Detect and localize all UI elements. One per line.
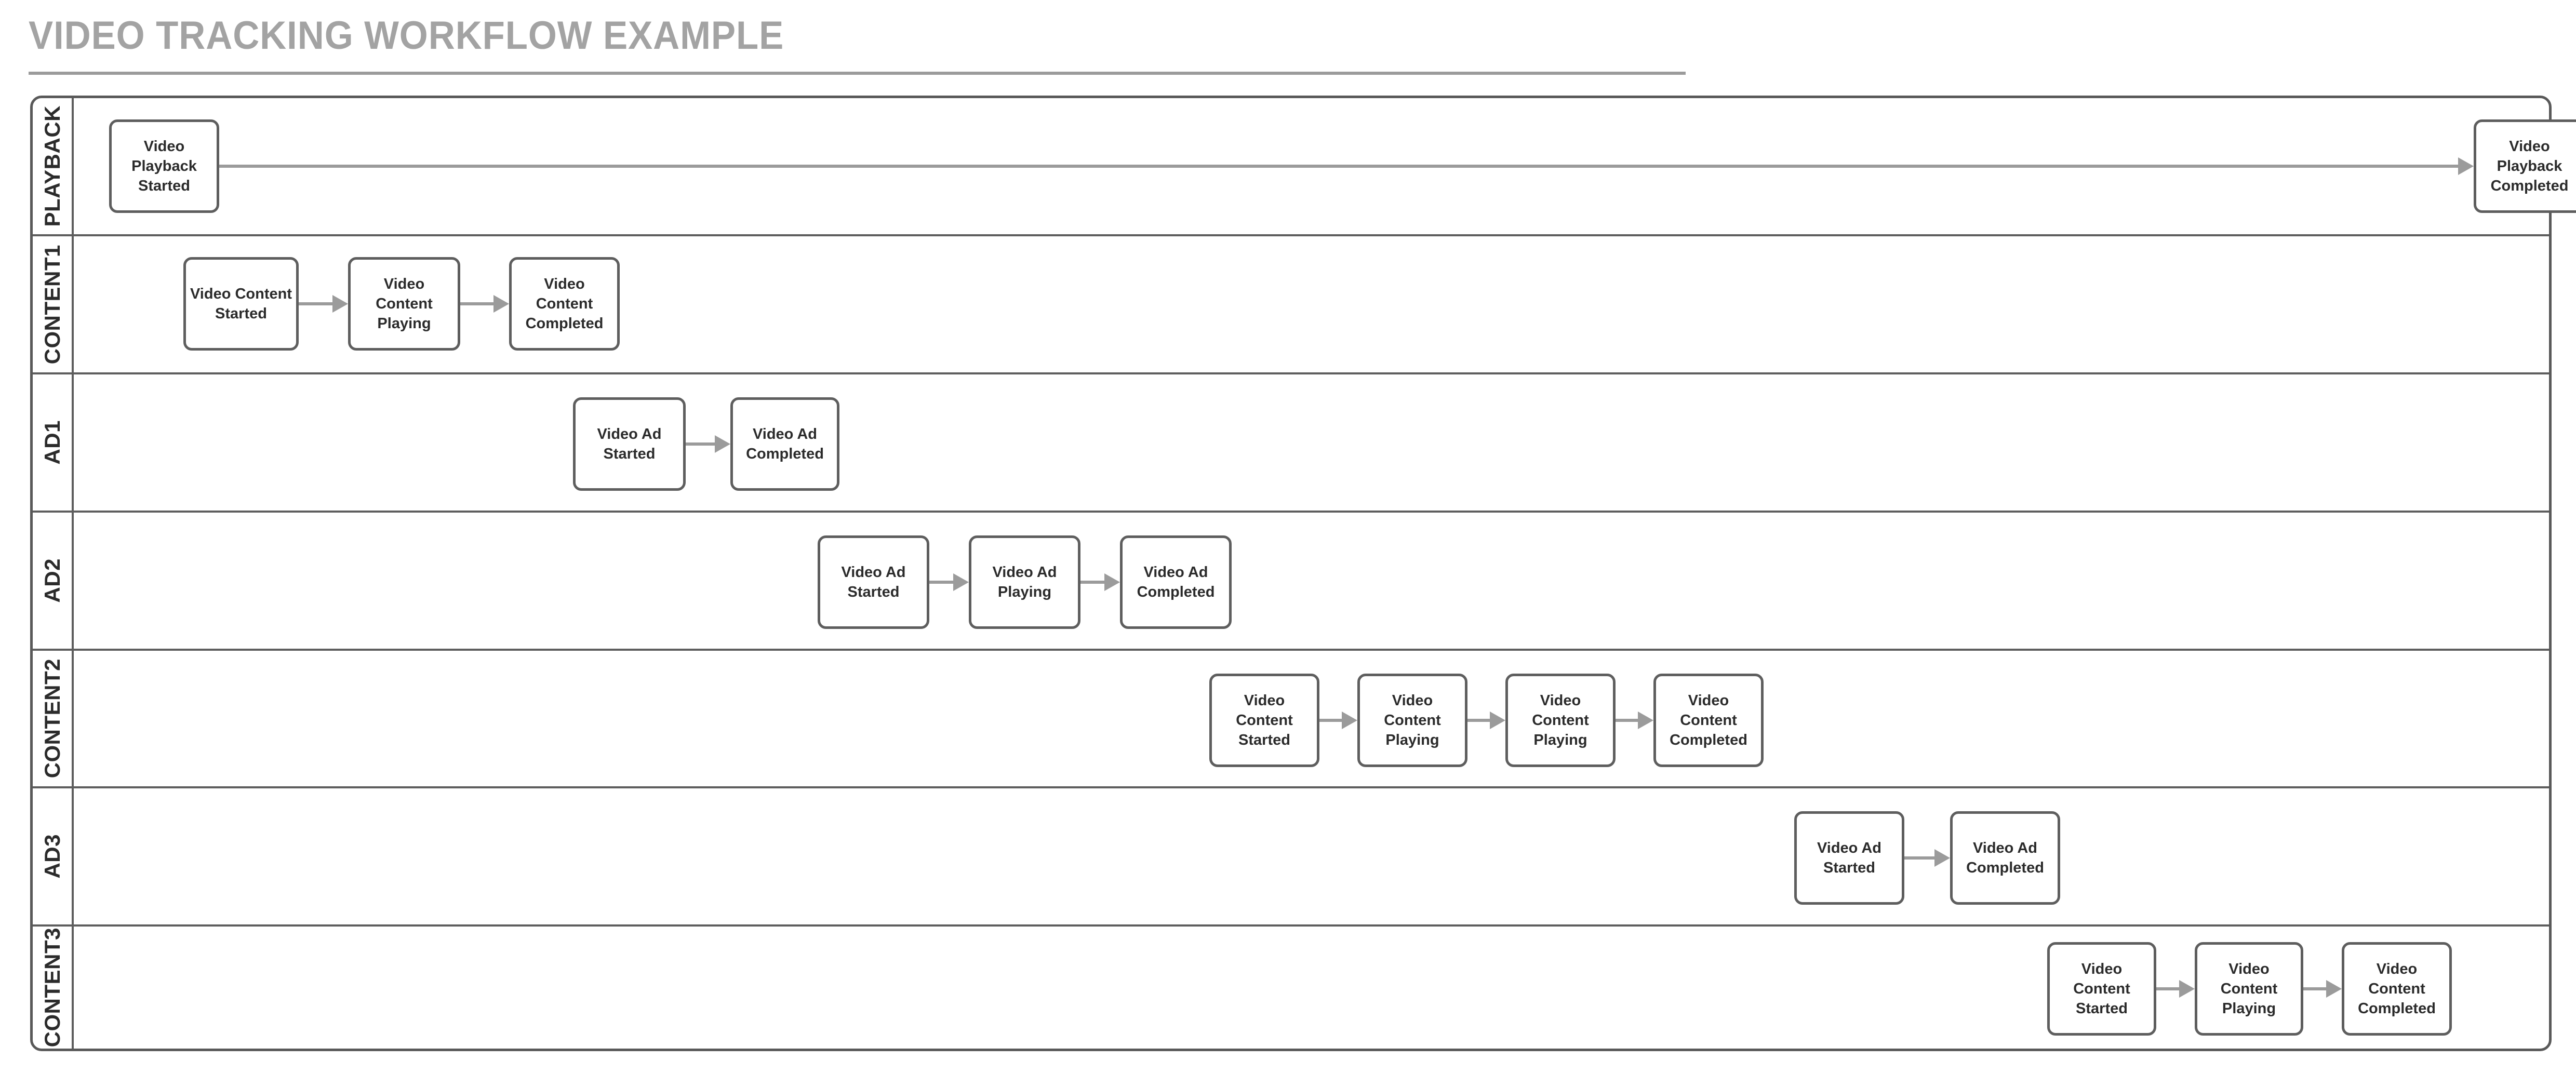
arrowhead-ad1 xyxy=(715,435,730,453)
node-label: Video Content Completed xyxy=(1670,692,1747,748)
node-label: Video Ad Started xyxy=(841,564,906,600)
node-ad2-completed[interactable]: Video Ad Completed xyxy=(1120,535,1232,629)
node-playback-started[interactable]: Video Playback Started xyxy=(109,119,219,213)
lane-ad1: AD1 Video Ad Started Video Ad Completed xyxy=(33,372,2549,511)
node-c3-completed[interactable]: Video Content Completed xyxy=(2342,942,2452,1036)
lane-label-content2-text: CONTENT2 xyxy=(39,659,64,779)
node-label: Video Ad Started xyxy=(1817,840,1882,876)
connector-c1-started-to-playing xyxy=(299,302,332,305)
lane-content2: CONTENT2 Video Content Started Video Con… xyxy=(33,649,2549,786)
connector-ad3-started-to-completed xyxy=(1904,856,1934,860)
node-c2-playing-2[interactable]: Video Content Playing xyxy=(1505,674,1616,767)
lane-content1: CONTENT1 Video Content Started Video Con… xyxy=(33,234,2549,372)
title-divider xyxy=(29,72,1686,75)
lane-label-ad3-text: AD3 xyxy=(39,834,64,879)
connector-c2-b xyxy=(1467,719,1490,722)
arrowhead-c3-a xyxy=(2179,980,2195,998)
lane-body-content1: Video Content Started Video Content Play… xyxy=(74,236,2549,372)
arrowhead-c2-c xyxy=(1638,712,1653,729)
connector-ad2-started-to-playing xyxy=(929,581,953,584)
lane-label-playback-text: PLAYBACK xyxy=(39,105,64,227)
connector-c1-playing-to-completed xyxy=(460,302,493,305)
node-playback-completed[interactable]: Video Playback Completed xyxy=(2474,119,2576,213)
lane-ad2: AD2 Video Ad Started Video Ad Playing Vi… xyxy=(33,511,2549,649)
node-label: Video Content Playing xyxy=(376,276,433,332)
arrowhead-playback xyxy=(2458,157,2474,175)
node-label: Video Ad Playing xyxy=(992,564,1057,600)
lane-label-content1-text: CONTENT1 xyxy=(39,244,64,365)
node-ad1-started[interactable]: Video Ad Started xyxy=(573,397,686,491)
node-label: Video Content Completed xyxy=(2358,961,2436,1017)
lane-body-ad1: Video Ad Started Video Ad Completed xyxy=(74,374,2549,511)
lane-label-ad1-text: AD1 xyxy=(39,420,64,465)
node-c1-completed[interactable]: Video Content Completed xyxy=(509,257,620,351)
arrowhead-ad2-a xyxy=(953,573,969,591)
node-label: Video Ad Completed xyxy=(1966,840,2044,876)
connector-ad2-playing-to-completed xyxy=(1080,581,1104,584)
lane-body-playback: Video Playback Started Video Playback Co… xyxy=(74,98,2576,234)
node-label: Video Content Started xyxy=(1236,692,1293,748)
node-label: Video Content Playing xyxy=(1532,692,1589,748)
connector-c3-a xyxy=(2156,987,2179,990)
arrowhead-c2-b xyxy=(1490,712,1505,729)
lane-body-content3: Video Content Started Video Content Play… xyxy=(74,927,2549,1049)
page-title: VIDEO TRACKING WORKFLOW EXAMPLE xyxy=(29,14,784,58)
node-label: Video Content Started xyxy=(190,286,292,322)
lane-label-ad2: AD2 xyxy=(33,513,74,649)
lane-label-content2: CONTENT2 xyxy=(33,651,74,786)
lane-label-content3: CONTENT3 xyxy=(33,927,74,1049)
node-label: Video Playback Completed xyxy=(2490,138,2569,194)
lane-body-content2: Video Content Started Video Content Play… xyxy=(74,651,2549,786)
connector-c2-c xyxy=(1616,719,1638,722)
node-c3-started[interactable]: Video Content Started xyxy=(2047,942,2156,1036)
node-c1-started[interactable]: Video Content Started xyxy=(183,257,299,351)
node-c2-completed[interactable]: Video Content Completed xyxy=(1653,674,1764,767)
lane-body-ad2: Video Ad Started Video Ad Playing Video … xyxy=(74,513,2549,649)
node-c2-playing-1[interactable]: Video Content Playing xyxy=(1357,674,1467,767)
lane-label-ad2-text: AD2 xyxy=(39,558,64,603)
lane-label-ad1: AD1 xyxy=(33,374,74,511)
node-label: Video Content Completed xyxy=(525,276,604,332)
arrowhead-c1-b xyxy=(493,295,509,313)
lane-playback: PLAYBACK Video Playback Started Video Pl… xyxy=(33,98,2576,234)
node-label: Video Ad Started xyxy=(597,426,662,462)
node-c1-playing[interactable]: Video Content Playing xyxy=(348,257,460,351)
swimlane-pool: PLAYBACK Video Playback Started Video Pl… xyxy=(30,96,2576,1051)
arrowhead-c3-b xyxy=(2326,980,2342,998)
connector-playback-started-to-completed xyxy=(219,165,2465,168)
node-label: Video Ad Completed xyxy=(746,426,824,462)
lane-label-content1: CONTENT1 xyxy=(33,236,74,372)
lane-label-content3-text: CONTENT3 xyxy=(39,928,64,1048)
lane-content3: CONTENT3 Video Content Started Video Con… xyxy=(33,924,2549,1049)
connector-c3-b xyxy=(2303,987,2326,990)
node-ad2-started[interactable]: Video Ad Started xyxy=(818,535,929,629)
arrowhead-c2-a xyxy=(1342,712,1357,729)
arrowhead-ad3 xyxy=(1934,849,1950,867)
node-label: Video Content Playing xyxy=(2220,961,2278,1017)
node-c2-started[interactable]: Video Content Started xyxy=(1209,674,1319,767)
node-label: Video Playback Started xyxy=(131,138,197,194)
node-ad3-completed[interactable]: Video Ad Completed xyxy=(1950,811,2060,905)
arrowhead-ad2-b xyxy=(1104,573,1120,591)
arrowhead-c1-a xyxy=(332,295,348,313)
lane-label-playback: PLAYBACK xyxy=(33,98,74,234)
node-c3-playing[interactable]: Video Content Playing xyxy=(2195,942,2303,1036)
lane-label-ad3: AD3 xyxy=(33,788,74,924)
connector-c2-a xyxy=(1319,719,1342,722)
node-label: Video Content Playing xyxy=(1384,692,1441,748)
node-ad2-playing[interactable]: Video Ad Playing xyxy=(969,535,1080,629)
node-ad1-completed[interactable]: Video Ad Completed xyxy=(730,397,839,491)
connector-ad1-started-to-completed xyxy=(686,442,715,446)
node-ad3-started[interactable]: Video Ad Started xyxy=(1794,811,1904,905)
lane-ad3: AD3 Video Ad Started Video Ad Completed xyxy=(33,786,2549,924)
lane-body-ad3: Video Ad Started Video Ad Completed xyxy=(74,788,2549,924)
node-label: Video Ad Completed xyxy=(1137,564,1215,600)
node-label: Video Content Started xyxy=(2073,961,2130,1017)
